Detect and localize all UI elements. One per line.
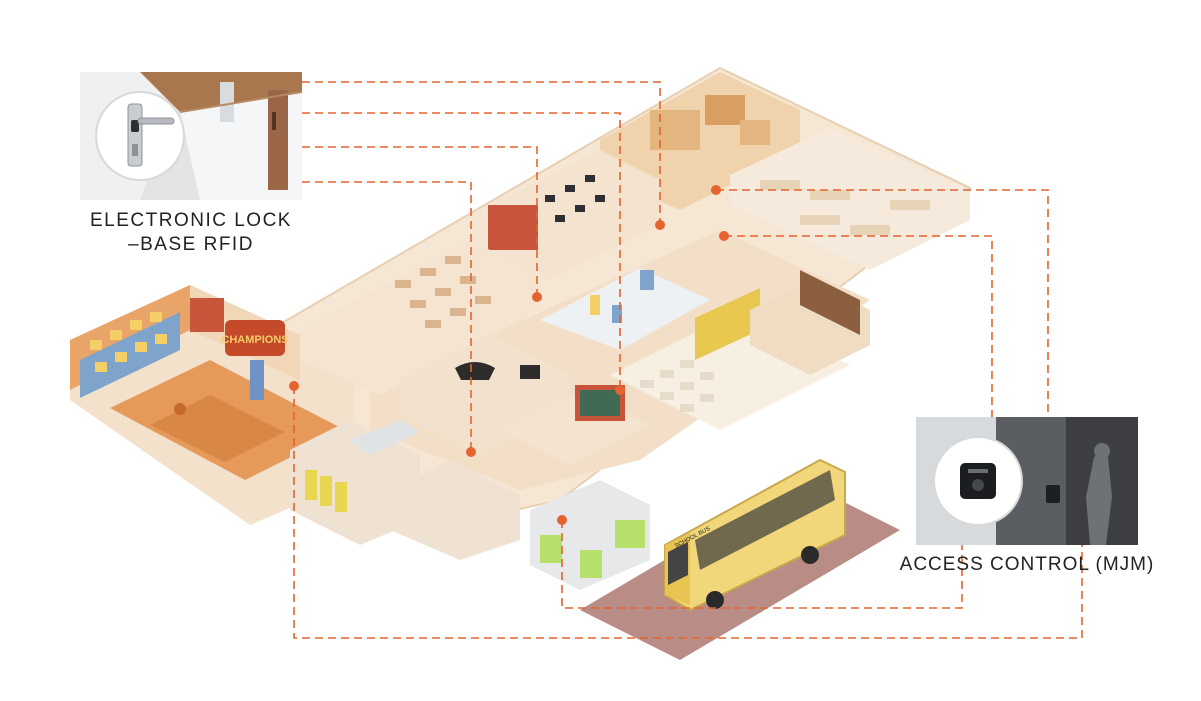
node-cafeteria-door [711,185,721,195]
restroom-block [540,268,710,350]
auditorium [750,270,870,375]
electronic-lock-label-line1: ELECTRONIC LOCK [90,210,292,231]
connector-lines [293,81,1083,639]
gymnasium: CHAMPIONS [70,285,355,525]
electronic-lock-label: ELECTRONIC LOCK –BASE RFID [80,209,302,257]
node-classroom-door [719,231,729,241]
node-gym-door [289,381,299,391]
connector-lock-music [302,181,472,452]
connector-access-cafe [716,189,1049,417]
electronic-lock-photo [80,72,302,200]
connector-access-entrance [561,520,963,609]
node-entrance-gate [557,515,567,525]
connector-lock-lab [302,112,621,390]
champions-banner-text: CHAMPIONS [221,334,288,346]
classroom-left [300,240,540,395]
connector-access-class [724,235,993,417]
locker-room [290,420,420,545]
node-science-lab-door [615,385,625,395]
connector-access-gym [293,386,1083,639]
connector-lock-library [302,81,661,225]
entrance-hall [390,460,650,590]
node-computer-lab-door [532,292,542,302]
computer-lab [488,150,660,280]
cafeteria-room [730,128,970,270]
access-control-photo [916,417,1138,545]
connector-lock-classroom [302,146,538,297]
electronic-lock-label-line2: –BASE RFID [128,234,254,255]
node-music-room-door [466,447,476,457]
connector-nodes [289,185,729,525]
access-control-label: ACCESS CONTROL (MJM) [899,554,1155,575]
node-library-door [655,220,665,230]
